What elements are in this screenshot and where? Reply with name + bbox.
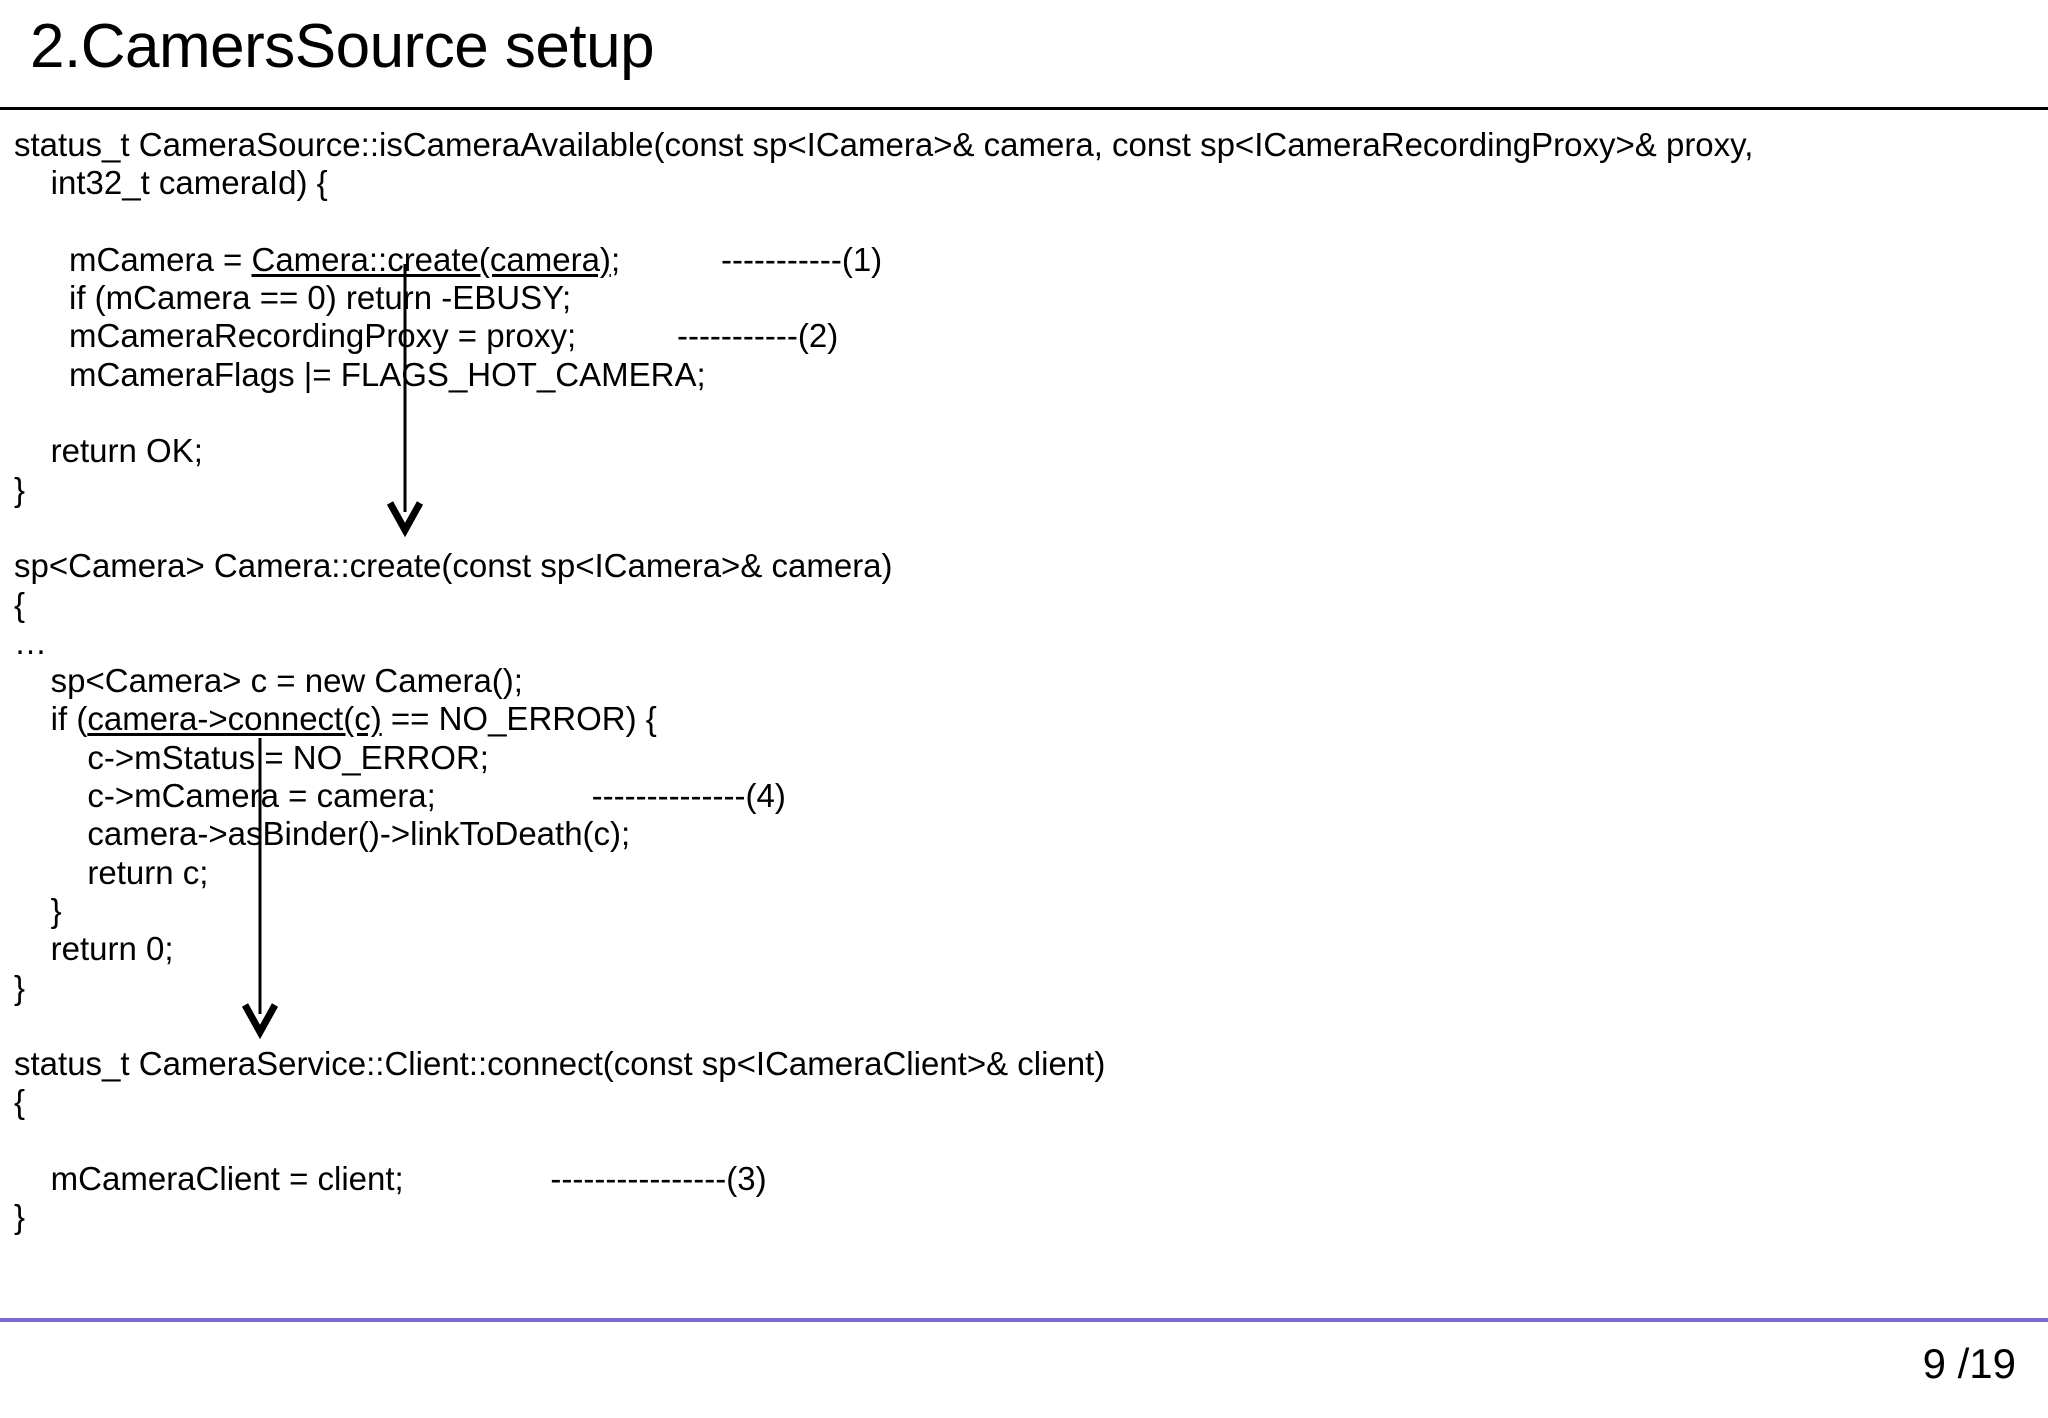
code-line: mCameraRecordingProxy = proxy; ---------… [14, 317, 839, 355]
code-text: if ( [14, 700, 88, 738]
footer-divider [0, 1318, 2048, 1322]
code-line: sp<Camera> c = new Camera(); [14, 662, 523, 700]
code-line: … [14, 623, 47, 661]
code-line: c->mCamera = camera; --------------(4) [14, 777, 786, 815]
code-line: status_t CameraService::Client::connect(… [14, 1045, 1106, 1083]
code-line: { [14, 585, 26, 623]
code-line: mCameraClient = client; ----------------… [14, 1160, 767, 1198]
code-link-camera-connect[interactable]: camera->connect(c) [87, 700, 382, 738]
code-line-blank [14, 509, 2034, 547]
title-divider [0, 107, 2048, 110]
code-line: mCameraFlags |= FLAGS_HOT_CAMERA; [14, 355, 706, 393]
page-number: 9 /19 [1922, 1340, 2016, 1387]
code-line-blank [14, 203, 2034, 241]
code-line-connect-call: if (camera->connect(c) == NO_ERROR) { [14, 700, 2034, 738]
code-line: } [14, 1198, 26, 1236]
code-line-blank [14, 394, 2034, 432]
code-line: return OK; [14, 432, 203, 470]
page-title: 2.CamersSource setup [30, 12, 655, 81]
code-line: return c; [14, 853, 209, 891]
code-line: return 0; [14, 930, 174, 968]
code-text: == NO_ERROR) { [381, 700, 657, 738]
code-line: } [14, 470, 26, 508]
code-line: { [14, 1083, 26, 1121]
code-block: status_t CameraSource::isCameraAvailable… [14, 126, 2034, 1237]
code-text: mCamera = [14, 240, 252, 278]
code-line: } [14, 891, 62, 929]
code-line: status_t CameraSource::isCameraAvailable… [14, 126, 1754, 163]
code-line: c->mStatus = NO_ERROR; [14, 738, 489, 776]
code-line-blank [14, 1007, 2034, 1045]
code-link-camera-create[interactable]: Camera::create(camera) [251, 240, 611, 278]
code-line: } [14, 968, 26, 1006]
code-line-blank [14, 1122, 2034, 1160]
code-text: ; -----------(1) [610, 240, 883, 278]
code-line: sp<Camera> Camera::create(const sp<ICame… [14, 547, 893, 585]
code-line: int32_t cameraId) { [14, 164, 328, 202]
code-line: if (mCamera == 0) return -EBUSY; [14, 279, 572, 317]
code-line-create-call: mCamera = Camera::create(camera); ------… [14, 241, 2034, 279]
code-line: camera->asBinder()->linkToDeath(c); [14, 815, 631, 853]
